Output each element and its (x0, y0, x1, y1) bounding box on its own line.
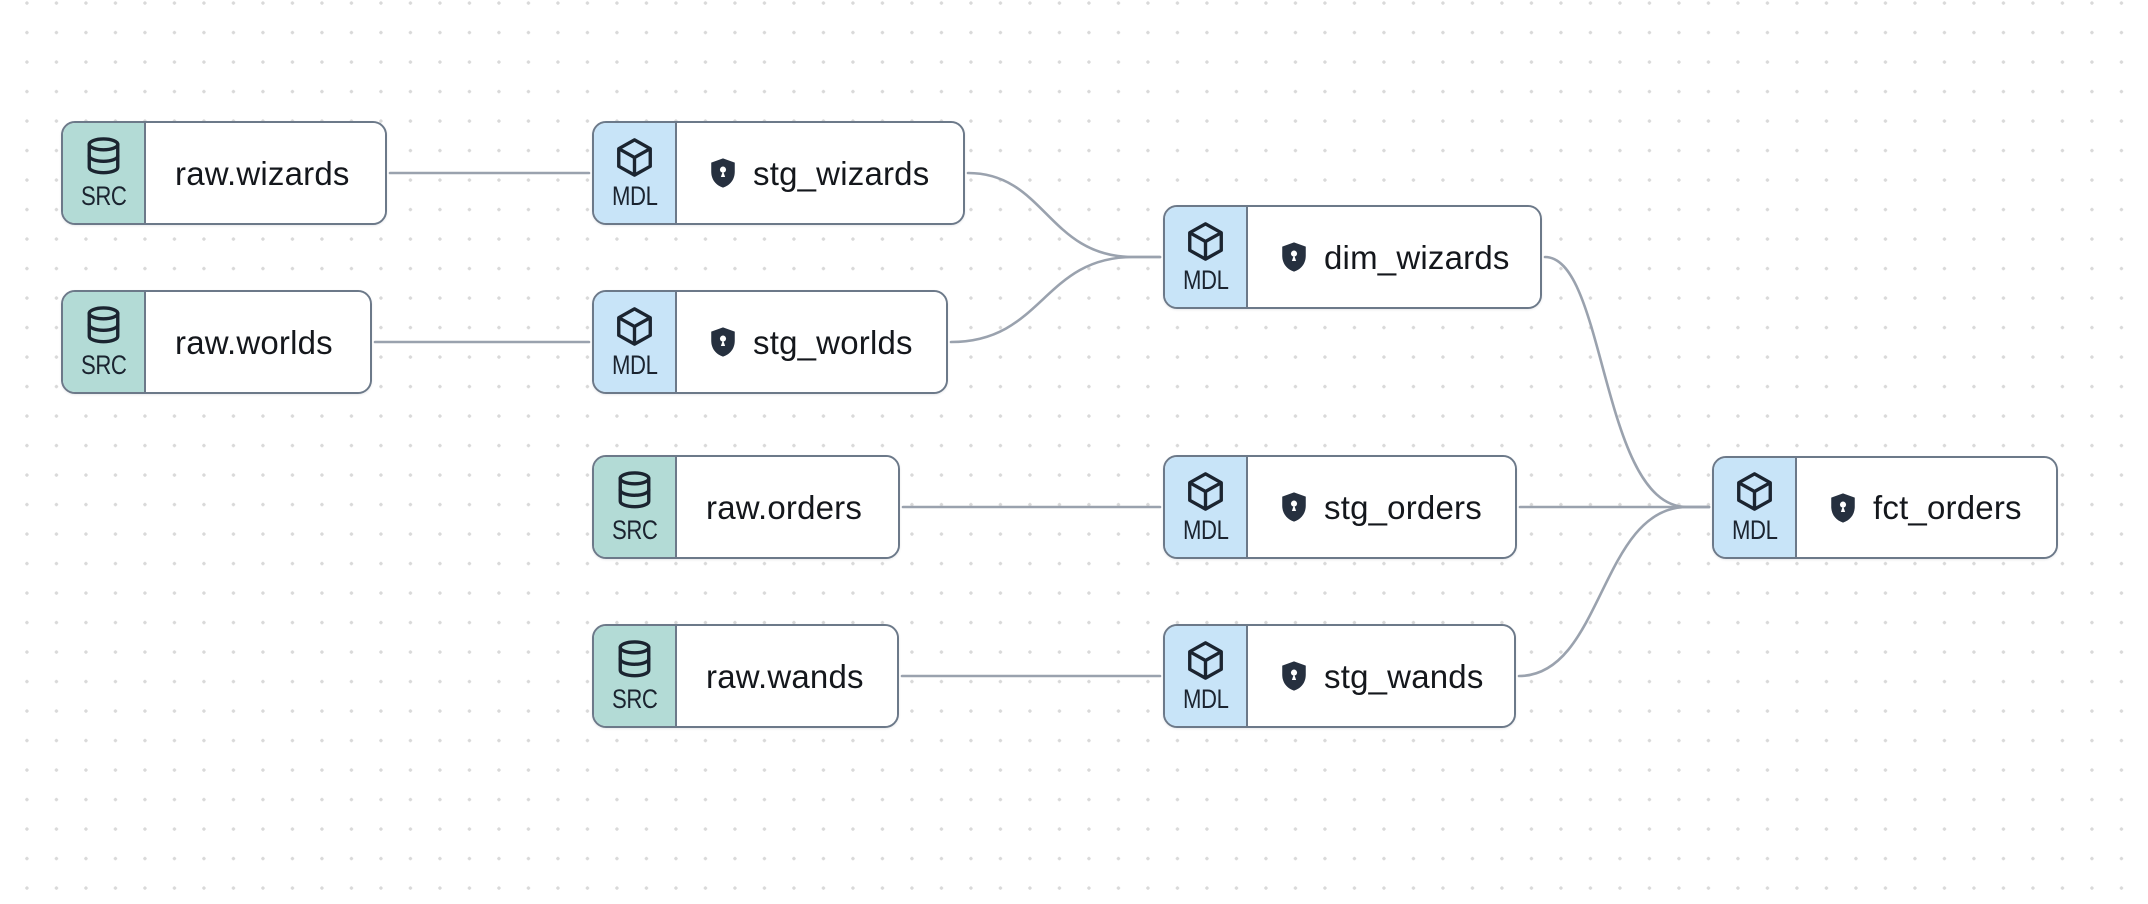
node-fct-orders[interactable]: MDL fct_orders (1712, 456, 2058, 559)
source-type-badge: SRC (63, 123, 146, 223)
badge-label: MDL (611, 180, 658, 211)
node-body: stg_worlds (677, 292, 946, 392)
model-type-badge: MDL (1165, 207, 1248, 307)
cube-icon (612, 304, 657, 349)
database-icon (81, 135, 126, 180)
source-type-badge: SRC (594, 457, 677, 557)
shield-contract-icon (706, 325, 740, 359)
badge-label: MDL (1182, 514, 1229, 545)
node-raw-wands[interactable]: SRC raw.wands (592, 624, 899, 728)
database-icon (81, 304, 126, 349)
edge-stg_wizards-to-dim_wizards (966, 171, 1162, 259)
badge-label: MDL (1731, 515, 1778, 545)
shield-contract-icon (1826, 491, 1860, 525)
source-type-badge: SRC (63, 292, 146, 392)
badge-label: MDL (1182, 264, 1229, 295)
badge-label: SRC (611, 683, 658, 714)
node-label: raw.wizards (175, 154, 350, 192)
node-label: raw.wands (706, 657, 864, 695)
node-label: stg_wizards (753, 154, 930, 192)
cube-icon (612, 135, 657, 180)
source-type-badge: SRC (594, 626, 677, 726)
shield-contract-icon (1277, 659, 1311, 693)
node-stg-wands[interactable]: MDL stg_wands (1163, 624, 1516, 728)
node-label: dim_wizards (1324, 238, 1510, 276)
node-body: dim_wizards (1248, 207, 1540, 307)
database-icon (612, 638, 657, 683)
node-body: stg_wands (1248, 626, 1514, 726)
node-label: stg_orders (1324, 488, 1482, 526)
badge-label: SRC (80, 349, 127, 380)
model-type-badge: MDL (594, 123, 677, 223)
shield-contract-icon (1277, 490, 1311, 524)
node-dim-wizards[interactable]: MDL dim_wizards (1163, 205, 1542, 309)
node-label: raw.worlds (175, 323, 333, 361)
node-raw-worlds[interactable]: SRC raw.worlds (61, 290, 372, 394)
node-stg-worlds[interactable]: MDL stg_worlds (592, 290, 948, 394)
node-label: fct_orders (1873, 489, 2022, 526)
badge-label: MDL (1182, 683, 1229, 714)
shield-contract-icon (706, 156, 740, 190)
node-body: raw.wizards (146, 123, 385, 223)
node-stg-wizards[interactable]: MDL stg_wizards (592, 121, 965, 225)
node-label: raw.orders (706, 488, 863, 526)
edge-stg_wands-to-fct_orders (1517, 505, 1711, 678)
shield-contract-icon (1277, 240, 1311, 274)
model-type-badge: MDL (594, 292, 677, 392)
node-body: fct_orders (1797, 458, 2056, 557)
badge-label: SRC (80, 180, 127, 211)
badge-label: MDL (611, 349, 658, 380)
node-body: raw.worlds (146, 292, 370, 392)
node-body: raw.orders (677, 457, 898, 557)
edge-stg_worlds-to-dim_wizards (949, 255, 1162, 344)
node-raw-orders[interactable]: SRC raw.orders (592, 455, 900, 559)
node-body: stg_wizards (677, 123, 963, 223)
database-icon (612, 469, 657, 514)
node-body: stg_orders (1248, 457, 1515, 557)
model-type-badge: MDL (1165, 457, 1248, 557)
model-type-badge: MDL (1714, 458, 1797, 557)
cube-icon (1183, 638, 1228, 683)
cube-icon (1183, 219, 1228, 264)
edge-dim_wizards-to-fct_orders (1543, 255, 1711, 509)
node-raw-wizards[interactable]: SRC raw.wizards (61, 121, 387, 225)
model-type-badge: MDL (1165, 626, 1248, 726)
node-stg-orders[interactable]: MDL stg_orders (1163, 455, 1517, 559)
cube-icon (1732, 469, 1777, 514)
node-label: stg_worlds (753, 323, 913, 361)
cube-icon (1183, 469, 1228, 514)
node-body: raw.wands (677, 626, 897, 726)
node-label: stg_wands (1324, 657, 1484, 695)
badge-label: SRC (611, 514, 658, 545)
